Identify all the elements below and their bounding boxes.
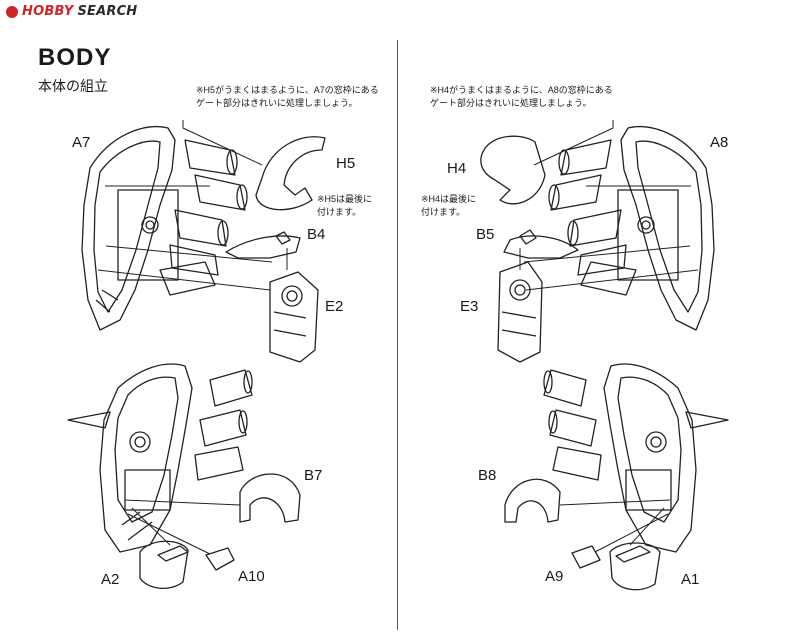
label-h5: H5 <box>336 155 356 172</box>
part-h4-drawing <box>480 135 546 205</box>
label-a1: A1 <box>681 571 700 588</box>
part-a8-drawing <box>580 126 715 331</box>
part-a7-cylinders <box>169 139 248 276</box>
note-left-side: ※H5は最後に 付けます。 <box>317 194 373 217</box>
section-title: BODY <box>38 44 112 71</box>
label-a2: A2 <box>101 571 120 588</box>
part-e3-drawing <box>497 261 543 363</box>
watermark-suffix: SEARCH <box>77 4 138 19</box>
part-a7-drawing <box>81 126 216 331</box>
note-right-side: ※H4は最後に 付けます。 <box>421 194 477 217</box>
part-a9-drawing <box>571 545 601 569</box>
center-divider <box>397 40 398 630</box>
guide-lines-right-top <box>519 120 699 291</box>
label-b7: B7 <box>304 467 323 484</box>
part-b5-drawing <box>503 235 579 259</box>
label-e3: E3 <box>460 298 479 315</box>
part-h5-drawing <box>255 136 326 211</box>
guide-lines-left-top <box>97 120 288 291</box>
part-a10-drawing <box>205 547 235 571</box>
part-lower-right-body <box>603 363 729 553</box>
label-a8: A8 <box>710 134 729 151</box>
note-left-top: ※H5がうまくはまるように、A7の窓枠にある ゲート部分はきれいに処理しましょう… <box>196 85 379 108</box>
part-lower-left-body <box>67 363 193 553</box>
part-b7-drawing <box>239 473 301 523</box>
label-b4: B4 <box>307 226 326 243</box>
part-a8-cylinders <box>548 139 627 276</box>
label-b8: B8 <box>478 467 497 484</box>
label-a9: A9 <box>545 568 564 585</box>
hobby-search-logo-icon <box>6 5 18 18</box>
part-a1-drawing <box>609 542 661 591</box>
label-h4: H4 <box>447 160 467 177</box>
watermark-brand: HOBBY <box>22 4 74 19</box>
part-a2-drawing <box>139 540 189 589</box>
part-lower-right-cylinders <box>543 369 602 481</box>
label-a10: A10 <box>238 568 265 585</box>
label-a7: A7 <box>72 134 91 151</box>
part-b4-drawing <box>225 235 301 259</box>
section-subtitle: 本体の組立 <box>38 78 108 94</box>
note-right-top: ※H4がうまくはまるように、A8の窓枠にある ゲート部分はきれいに処理しましょう… <box>430 85 613 108</box>
part-b8-drawing <box>504 478 561 523</box>
part-lower-left-cylinders <box>194 369 253 481</box>
part-e2-drawing <box>269 271 319 363</box>
label-b5: B5 <box>476 226 495 243</box>
label-e2: E2 <box>325 298 344 315</box>
hobby-search-watermark: HOBBY SEARCH <box>6 4 137 19</box>
